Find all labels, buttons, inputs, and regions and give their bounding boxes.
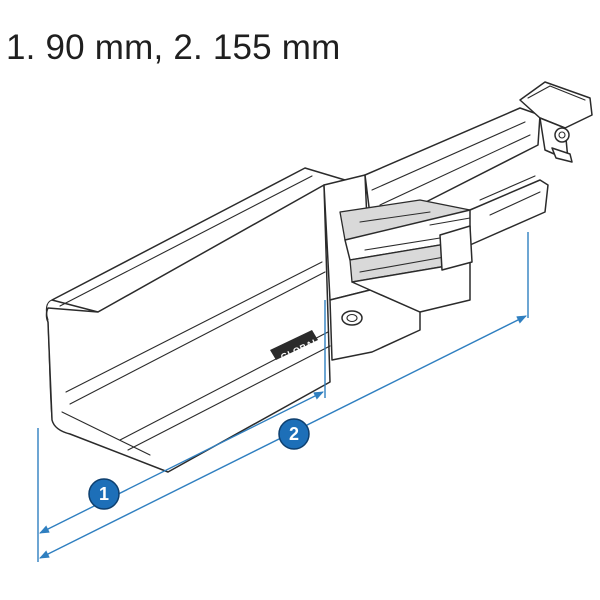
svg-text:1: 1 [99,484,109,504]
svg-text:2: 2 [289,424,299,444]
top-clip [519,81,593,163]
connector-section [339,107,549,313]
marker-2: 2 [278,418,310,450]
dimension-caption: 1. 90 mm, 2. 155 mm [6,28,341,67]
marker-1: 1 [88,478,120,510]
